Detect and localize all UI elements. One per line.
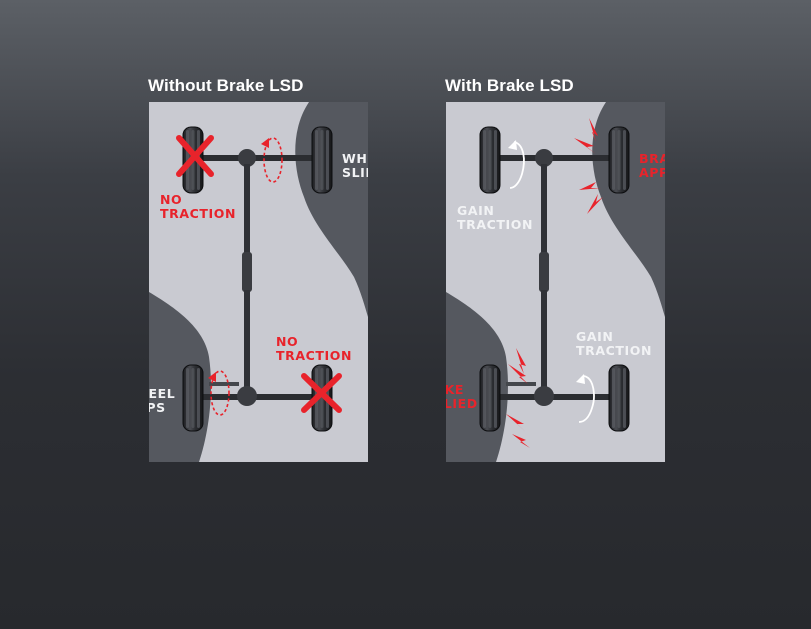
rear-right-tire [608,364,630,432]
drivetrain [201,149,329,406]
rear-left-wheel-slips-label: WHEELSLIPS [149,386,176,415]
no-traction-x-icon-front [176,135,214,177]
left-panel-title: Without Brake LSD [148,76,304,95]
no-traction-x-icon-rear [301,373,342,413]
brake-burst-icon-front [574,118,603,214]
wheel-spin-arrow-icon-rear [208,370,230,416]
wheel-spin-arrow-icon-front [261,137,283,183]
front-right-wheel-slips-label: WHEELSLIPS [342,151,368,180]
right-panel-title: With Brake LSD [445,76,574,95]
front-right-tire [608,126,630,194]
rear-left-brake-applied-label: BRAKEAPPLIED [446,382,478,411]
front-left-tire [479,126,501,194]
rotation-arrow-icon-rear [576,374,595,423]
front-right-tire [311,126,333,194]
rear-left-tire [479,364,501,432]
front-right-brake-applied-label: BRAKEAPPLIED [639,151,665,180]
rotation-arrow-icon-front [508,140,525,189]
drivetrain [498,149,626,406]
rear-left-tire [182,364,204,432]
brake-burst-icon-rear [506,348,530,448]
